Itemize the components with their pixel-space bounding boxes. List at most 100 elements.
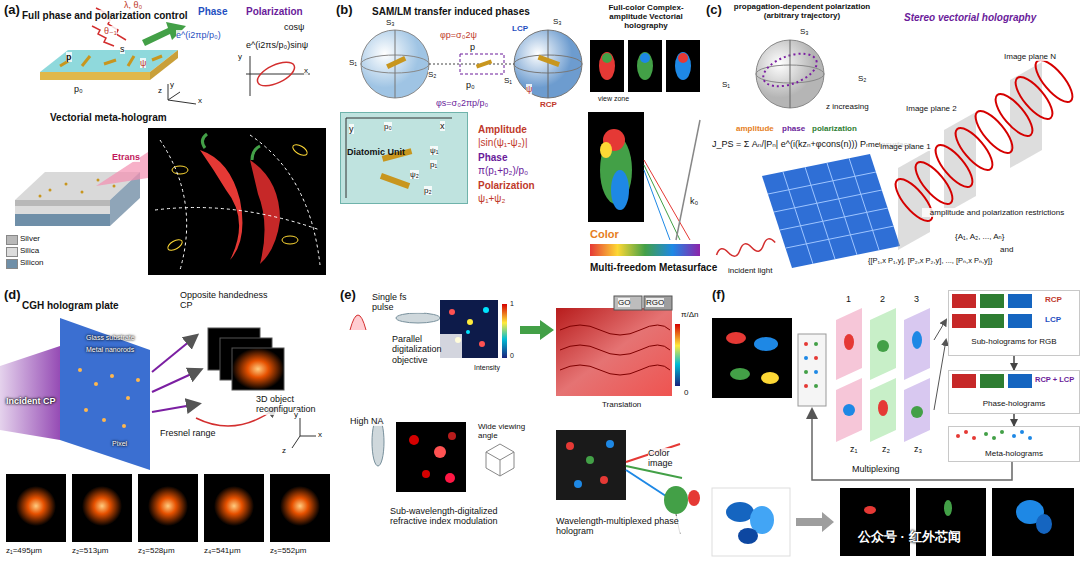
illustration-shape — [39, 195, 42, 198]
illustration-shape — [992, 488, 1074, 556]
figure-label: Translation — [602, 400, 641, 409]
figure-label: {A₁, A₂, ..., Aₙ} — [955, 232, 1004, 241]
illustration-shape — [910, 157, 959, 210]
illustration-shape — [804, 342, 808, 346]
figure-label: S₂ — [428, 70, 436, 79]
illustration-shape — [155, 208, 320, 231]
figure-label: 3 — [914, 294, 919, 304]
illustration-shape — [340, 112, 468, 204]
figure-label: z₅=552μm — [270, 546, 307, 555]
illustration-shape — [449, 309, 455, 315]
illustration-shape — [611, 170, 629, 210]
illustration-shape — [864, 506, 876, 514]
figure-label: y — [238, 52, 242, 61]
illustration-shape — [292, 436, 300, 448]
figure-label: Polarization — [246, 6, 303, 18]
illustration-shape — [350, 315, 366, 330]
illustration-shape — [956, 434, 960, 438]
illustration-shape — [590, 40, 624, 92]
figure-label: Intensity — [474, 364, 500, 372]
illustration-shape — [712, 488, 790, 556]
illustration-shape — [762, 154, 900, 268]
figure-label: p₀ — [74, 84, 83, 94]
illustration-shape — [644, 296, 672, 310]
illustration-shape — [520, 320, 554, 340]
illustration-shape — [628, 40, 662, 92]
illustration-shape — [756, 40, 824, 108]
illustration-shape — [160, 140, 187, 270]
illustration-shape — [726, 332, 746, 344]
illustration-shape — [514, 30, 582, 98]
figure-label: y — [294, 410, 298, 419]
illustration-shape — [712, 318, 792, 398]
illustration-shape — [1028, 436, 1032, 440]
figure-label: Image plane N — [1004, 52, 1056, 61]
node-box: Diatomic Unit — [340, 112, 468, 204]
illustration-shape — [637, 52, 653, 80]
illustration-shape — [152, 404, 198, 412]
illustration-shape — [600, 142, 612, 158]
figure-label: S₂ — [858, 74, 866, 83]
illustration-shape — [94, 382, 98, 386]
figure-label: z₄=541μm — [204, 546, 241, 555]
illustration-shape — [250, 160, 280, 264]
figure-label: x — [440, 121, 445, 131]
illustration-shape — [812, 410, 1012, 480]
figure-label: Color — [590, 228, 619, 241]
figure-label: Fresnel range — [160, 428, 216, 438]
node-label: LCP — [1045, 315, 1061, 324]
illustration-shape — [166, 238, 184, 253]
illustration-shape — [1000, 430, 1004, 434]
illustration-shape — [6, 474, 66, 542]
figure-label: e^(i2πp/p₀) — [176, 30, 221, 40]
illustration-shape — [102, 418, 106, 422]
illustration-shape — [715, 238, 776, 260]
illustration-shape — [840, 488, 910, 556]
illustration-shape — [566, 442, 574, 450]
figure-label: Wide viewing angle — [478, 422, 540, 440]
illustration-shape — [502, 304, 507, 358]
illustration-shape — [980, 294, 1004, 308]
illustration-shape — [82, 56, 90, 66]
figure-label: (c) — [706, 3, 722, 18]
figure-label: x — [304, 66, 308, 75]
illustration-shape — [950, 123, 999, 176]
figure-label: 1 — [846, 294, 851, 304]
illustration-shape — [761, 372, 779, 384]
illustration-shape — [429, 64, 514, 65]
figure-label: Glass substrate — [86, 334, 135, 342]
illustration-shape — [836, 308, 862, 380]
figure-label: p — [470, 42, 475, 52]
figure-label: θ₋₁ — [104, 26, 117, 36]
illustration-shape — [878, 400, 888, 416]
illustration-shape — [282, 236, 298, 244]
figure-label: Parallel digitalization objective — [392, 334, 462, 365]
node-label: Meta-holograms — [949, 449, 1079, 458]
figure-label: Pixel — [112, 440, 127, 448]
illustration-shape — [409, 435, 419, 445]
figure-label: λ, θ₀ — [124, 0, 142, 10]
illustration-shape — [40, 72, 150, 80]
illustration-shape — [479, 341, 485, 347]
illustration-shape — [984, 432, 988, 436]
illustration-shape — [168, 92, 180, 100]
illustration-shape — [1012, 434, 1016, 438]
illustration-shape — [980, 374, 1004, 388]
figure-label: 3D object reconfiguration — [256, 394, 328, 415]
legend-swatch — [6, 259, 18, 269]
illustration-shape — [0, 346, 60, 440]
figure-label: (b) — [336, 3, 353, 18]
illustration-shape — [246, 74, 310, 75]
illustration-shape — [606, 440, 614, 448]
illustration-shape — [422, 470, 430, 478]
illustration-shape — [483, 307, 489, 313]
figure-label: S₃ — [553, 17, 562, 26]
illustration-shape — [460, 54, 504, 74]
illustration-shape — [113, 185, 116, 188]
figure-label: z₃=528μm — [138, 546, 175, 555]
figure-label: Phase — [478, 152, 507, 164]
illustration-shape — [346, 118, 452, 119]
figure-label: Etrans — [112, 152, 140, 162]
illustration-shape — [930, 140, 979, 193]
